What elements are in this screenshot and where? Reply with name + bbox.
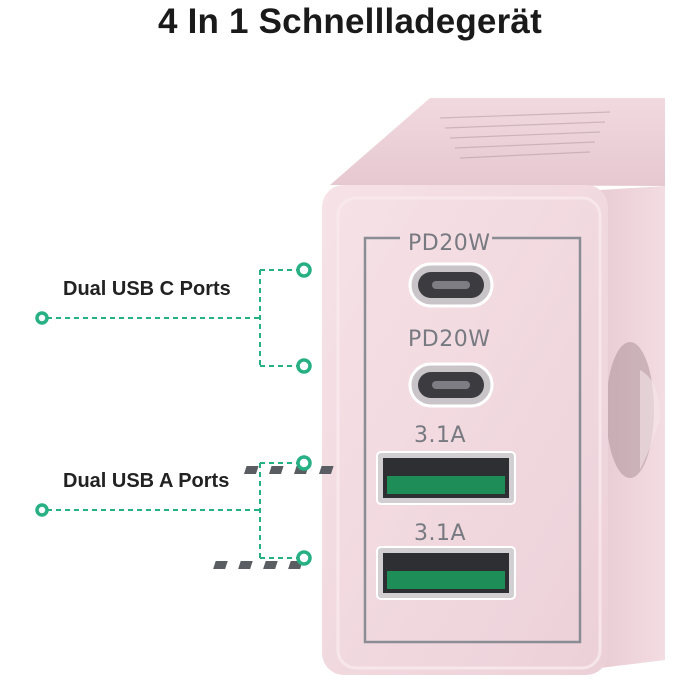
- callout-connector-usb-c: [47, 269, 300, 367]
- charger-top-markings: [439, 111, 611, 159]
- dot-usb-a-top: [296, 455, 312, 471]
- connector-dots: [35, 262, 312, 566]
- usb-c-port-1: [408, 262, 494, 308]
- usb-c-port-2: [408, 362, 494, 408]
- port-label-usb-c-2: PD20W: [408, 327, 491, 352]
- port-label-usb-c-1: PD20W: [408, 231, 491, 256]
- callout-usb-c: Dual USB C Ports: [63, 278, 231, 300]
- port-frame: [363, 236, 582, 644]
- callout-usb-a: Dual USB A Ports: [63, 470, 230, 492]
- brand-logo-side: [606, 342, 660, 478]
- usb-a-port-1: [243, 451, 516, 505]
- charger-top-face: [330, 98, 665, 186]
- usb-a-port-2: [213, 546, 516, 600]
- port-label-usb-a-1: 3.1A: [414, 423, 467, 448]
- callout-connector-usb-a: [47, 462, 300, 559]
- dot-usb-c-bottom: [296, 358, 312, 374]
- charger-side-face: [600, 186, 665, 668]
- dot-usb-a-left: [35, 503, 49, 517]
- dot-usb-c-left: [35, 311, 49, 325]
- dot-usb-a-bottom: [296, 550, 312, 566]
- port-label-usb-a-2: 3.1A: [414, 521, 467, 546]
- page-title: 4 In 1 Schnellladegerät: [158, 2, 542, 41]
- dot-usb-c-top: [296, 262, 312, 278]
